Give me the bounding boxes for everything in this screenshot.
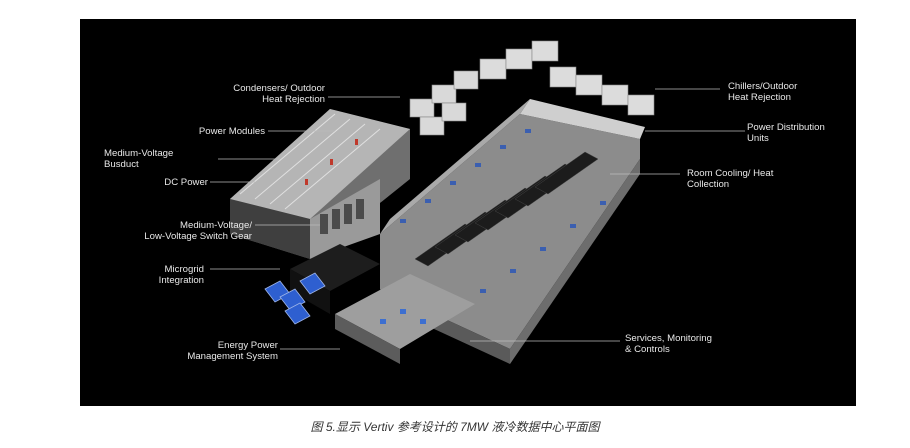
power-module-top xyxy=(230,109,410,219)
power-module-front xyxy=(230,199,310,259)
floor-back-wall xyxy=(380,99,530,234)
label-dc-power: DC Power xyxy=(164,177,208,188)
label-room-cooling: Room Cooling/ Heat Collection xyxy=(687,168,774,190)
diagram-panel: Condensers/ Outdoor Heat Rejection Power… xyxy=(80,19,856,406)
label-microgrid: Microgrid Integration xyxy=(158,264,204,286)
label-switch-gear: Medium-Voltage/ Low-Voltage Switch Gear xyxy=(144,220,252,242)
condenser-row xyxy=(409,70,479,136)
label-condensers: Condensers/ Outdoor Heat Rejection xyxy=(233,83,325,105)
figure-caption: 图 5.显示 Vertiv 参考设计的 7MW 液冷数据中心平面图 xyxy=(310,420,600,434)
rack-rows xyxy=(414,151,599,267)
floor-right-wall xyxy=(510,159,640,364)
solar-panels xyxy=(264,272,326,325)
label-power-modules: Power Modules xyxy=(198,126,265,137)
wall-right-top xyxy=(520,99,645,139)
label-pdu: Power Distribution Units xyxy=(747,122,825,144)
label-energy-mgmt: Energy Power Management System xyxy=(187,340,278,362)
label-services: Services, Monitoring & Controls xyxy=(625,333,712,355)
datacenter-illustration xyxy=(210,40,745,364)
label-chillers: Chillers/Outdoor Heat Rejection xyxy=(728,81,798,103)
chiller-row xyxy=(479,40,655,116)
label-mv-busduct: Medium-Voltage Busduct xyxy=(104,148,174,170)
cooling-units xyxy=(400,129,606,293)
services-room-wall xyxy=(335,314,400,364)
